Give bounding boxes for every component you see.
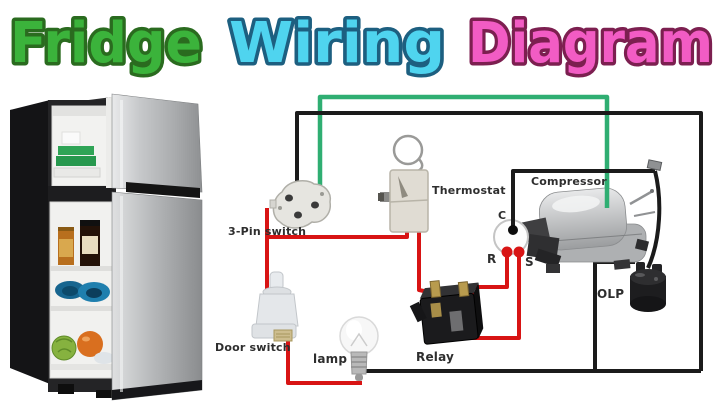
label-olp: OLP bbox=[597, 287, 625, 301]
title-word-diagram: Diagram bbox=[468, 11, 713, 76]
terminal-r-dot bbox=[501, 246, 513, 258]
freezer-interior bbox=[51, 105, 111, 187]
earth-wire-green bbox=[317, 94, 610, 203]
label-terminal-s: S bbox=[525, 255, 534, 269]
compressor bbox=[520, 187, 656, 273]
lamp-bulb bbox=[339, 316, 379, 381]
wiring-diagram: 3-Pin switch Thermostat Compressor Door … bbox=[210, 84, 720, 404]
compressor-terminals bbox=[501, 225, 525, 258]
fridge-interior bbox=[49, 201, 115, 379]
fridge-divider bbox=[48, 186, 114, 202]
label-thermostat: Thermostat bbox=[432, 184, 506, 197]
terminal-c-dot bbox=[508, 225, 518, 235]
title-word-fridge: Fridge bbox=[10, 11, 202, 76]
title-text: Fridge Wiring Diagram bbox=[7, 8, 717, 80]
label-compressor: Compressor bbox=[531, 175, 607, 188]
fridge-doors bbox=[106, 93, 203, 401]
food-jars bbox=[58, 220, 100, 266]
label-lamp: lamp bbox=[313, 352, 348, 366]
olp bbox=[630, 262, 666, 312]
terminal-s-dot bbox=[513, 246, 525, 258]
fridge-illustration bbox=[10, 93, 203, 401]
olp-branch-wire bbox=[593, 260, 635, 371]
relay bbox=[409, 280, 484, 345]
title-bar: Fridge Wiring Diagram bbox=[0, 0, 720, 84]
label-terminal-c: C bbox=[498, 209, 507, 222]
thermostat bbox=[378, 134, 429, 233]
olp-lead-wire bbox=[646, 170, 662, 269]
label-relay: Relay bbox=[416, 350, 455, 364]
label-terminal-r: R bbox=[487, 252, 497, 266]
fridge-photo bbox=[0, 84, 212, 404]
title-word-wiring: Wiring bbox=[229, 11, 445, 76]
door-switch bbox=[251, 271, 299, 342]
neutral-wire-black bbox=[295, 111, 703, 371]
food-bowls bbox=[55, 281, 110, 302]
label-three-pin-switch: 3-Pin switch bbox=[228, 225, 307, 238]
wire-connector-clip bbox=[646, 159, 663, 171]
food-produce bbox=[51, 331, 114, 364]
three-pin-switch bbox=[269, 179, 332, 229]
label-door-switch: Door switch bbox=[215, 341, 291, 354]
